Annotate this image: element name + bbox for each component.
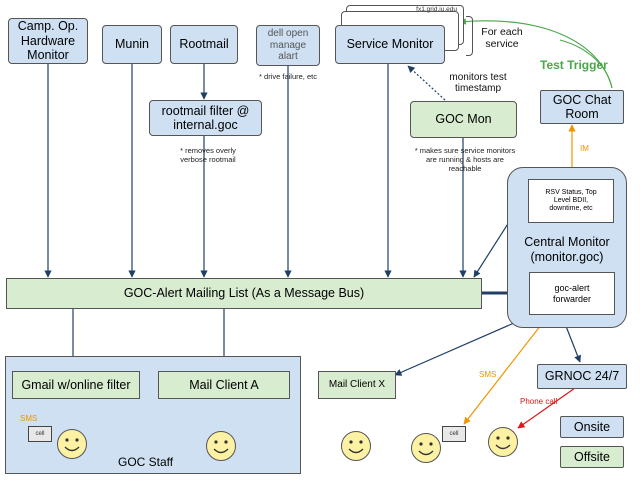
smiley-face-icon — [488, 427, 518, 457]
staff-cell-phone: cell — [28, 426, 52, 442]
for-each-service-note: For each service — [481, 26, 523, 50]
alert-forwarder-text: goc-alert forwarder — [552, 283, 591, 304]
arrow-forwarder-to-mailclient-x — [394, 315, 531, 376]
test-trigger-label: Test Trigger — [540, 58, 608, 72]
goc-chat-room-box: GOC Chat Room — [540, 90, 624, 124]
phone-call-label: Phone call — [520, 397, 558, 406]
im-label: IM — [580, 144, 589, 153]
munin-box: Munin — [102, 25, 162, 64]
arrow-gocmon-to-service — [407, 65, 446, 101]
gmail-box: Gmail w/online filter — [12, 371, 140, 399]
staff-cell-text: cell — [35, 431, 45, 437]
service-brace — [466, 16, 473, 56]
makes-sure-note: * makes sure service monitors are runnin… — [414, 146, 516, 173]
dell-alert-box: dell open manage alart — [256, 25, 320, 66]
smiley-face-icon — [206, 431, 236, 461]
smiley-face-icon — [411, 433, 441, 463]
mail-client-a-box: Mail Client A — [158, 371, 290, 399]
service-monitor-box: Service Monitor — [335, 25, 445, 64]
mail-client-x-box: Mail Client X — [318, 371, 396, 399]
external-cell-text: cell — [449, 431, 459, 437]
alert-forwarder-box: goc-alert forwarder — [529, 272, 615, 315]
removes-verbose-note: * removes overly verbose rootmail — [180, 146, 236, 164]
grnoc-box: GRNOC 24/7 — [537, 364, 627, 389]
external-cell-phone: cell — [442, 426, 466, 442]
goc-staff-label: GOC Staff — [118, 455, 174, 469]
central-monitor-title: Central Monitor (monitor.goc) — [524, 235, 610, 264]
rootmail-filter-box: rootmail filter @ internal.goc — [149, 100, 262, 136]
drive-failure-note: * drive failure, etc — [259, 72, 317, 81]
rsv-status-text: RSV Status, Top Level BDII, downtime, et… — [545, 188, 597, 213]
arrow-test-trigger-upper — [559, 39, 613, 89]
smiley-face-icon — [341, 431, 371, 461]
arrow-grnoc-phone — [517, 387, 576, 429]
smiley-face-icon — [57, 429, 87, 459]
sms-right-label: SMS — [479, 370, 497, 379]
arrow-forwarder-sms — [463, 315, 549, 425]
host-card: fx1.grid.iu.edu — [345, 3, 463, 23]
legend-offsite: Offsite — [560, 446, 624, 468]
legend-onsite: Onsite — [560, 416, 624, 438]
host-label: fx1.grid.iu.edu — [416, 6, 457, 13]
monitors-test-note: monitors test timestamp — [449, 72, 507, 94]
rsv-status-box: RSV Status, Top Level BDII, downtime, et… — [528, 179, 614, 223]
goc-mon-box: GOC Mon — [410, 101, 517, 138]
staff-sms-label: SMS — [20, 414, 38, 423]
camp-op-monitor-box: Camp. Op. Hardware Monitor — [8, 18, 88, 64]
mailing-list-bar: GOC-Alert Mailing List (As a Message Bus… — [6, 278, 482, 309]
rootmail-box: Rootmail — [170, 25, 238, 64]
